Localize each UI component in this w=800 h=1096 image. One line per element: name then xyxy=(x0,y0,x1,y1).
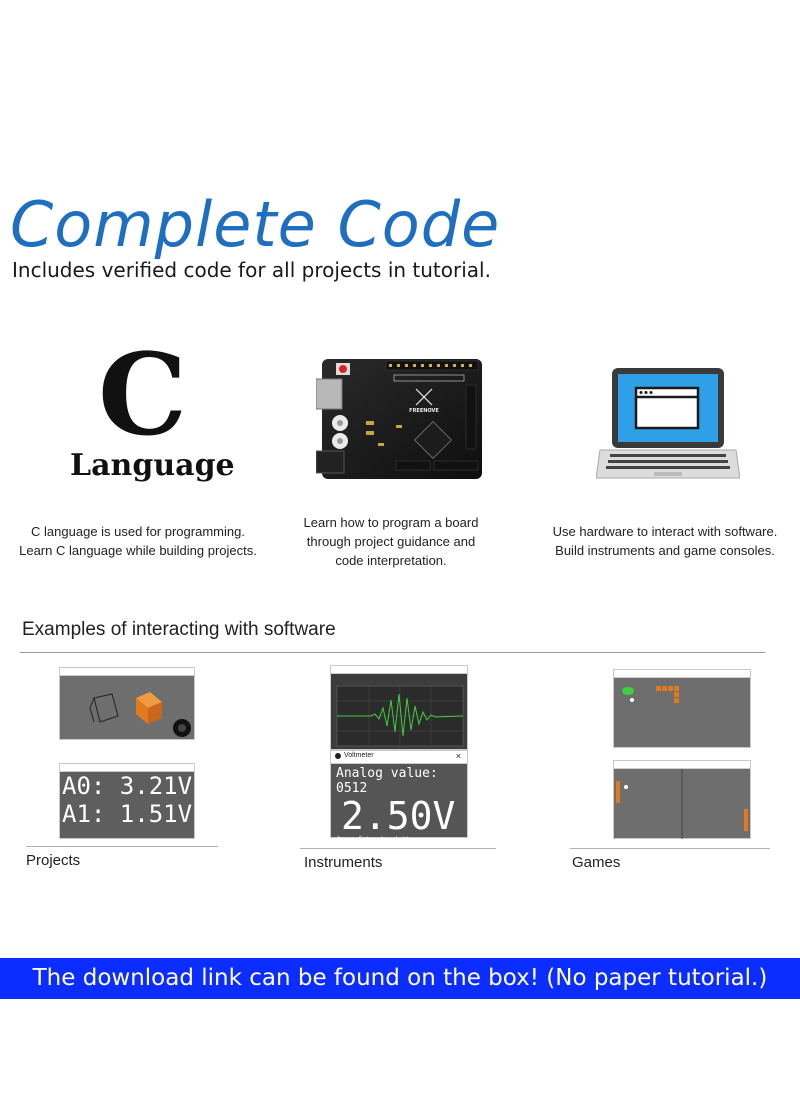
hardware-description-line1: Use hardware to interact with software. xyxy=(552,524,778,539)
hardware-description-line2: Build instruments and game consoles. xyxy=(555,543,775,558)
voltage-readout: 2.50V xyxy=(341,794,456,838)
voltmeter-window-title: Voltmeter xyxy=(344,752,374,759)
projects-caption: Projects xyxy=(26,852,81,869)
app-icon xyxy=(335,753,341,759)
page-subtitle: Includes verified code for all projects … xyxy=(12,258,491,282)
project-3d-cube-screenshot xyxy=(59,667,195,740)
download-banner xyxy=(0,958,800,999)
window-titlebar xyxy=(614,670,750,678)
close-icon[interactable]: × xyxy=(455,751,461,761)
snake-game-screenshot xyxy=(613,669,751,748)
games-caption: Games xyxy=(572,854,621,871)
c-language-description-line2: Learn C language while building projects… xyxy=(19,543,257,558)
pong-game-screenshot xyxy=(613,760,751,839)
analog-value-label: Analog value: 0512 xyxy=(336,766,438,796)
project-voltmeter-screenshot: A0: 3.21V A1: 1.51V xyxy=(59,763,195,839)
examples-divider xyxy=(20,652,765,653)
oscilloscope-screenshot xyxy=(330,665,468,750)
voltmeter-window: Voltmeter × Analog value: 0512 2.50V Pre… xyxy=(330,750,468,850)
window-titlebar xyxy=(331,666,467,674)
voltmeter-a0-readout: A0: 3.21V xyxy=(62,772,193,800)
board-brand-label: FREENOVE xyxy=(409,408,439,414)
window-titlebar xyxy=(60,764,194,772)
c-language-description: C language is used for programming. Lear… xyxy=(0,522,276,560)
instruments-caption-rule xyxy=(300,848,496,849)
c-language-logo-letter: C xyxy=(98,330,188,461)
download-banner-text: The download link can be found on the bo… xyxy=(32,965,768,991)
board-description-line1: Learn how to program a board xyxy=(303,515,479,530)
instruments-caption: Instruments xyxy=(304,854,383,871)
3d-cube-scene xyxy=(89,692,191,737)
examples-heading: Examples of interacting with software xyxy=(22,619,336,640)
laptop-icon xyxy=(596,368,740,479)
hardware-description: Use hardware to interact with software. … xyxy=(540,522,790,560)
voltmeter-a1-readout: A1: 1.51V xyxy=(62,800,193,828)
oscilloscope-waveform xyxy=(336,685,464,747)
c-language-description-line1: C language is used for programming. xyxy=(31,524,245,539)
pong-game-scene xyxy=(616,769,748,839)
page-title: Complete Code xyxy=(10,188,501,261)
board-description: Learn how to program a board through pro… xyxy=(276,513,506,570)
projects-caption-rule xyxy=(26,846,218,847)
control-board-image: FREENOVE xyxy=(316,359,482,479)
games-caption-rule xyxy=(570,848,770,849)
board-description-line2: through project guidance and xyxy=(306,534,476,549)
voltmeter-titlebar: Voltmeter × xyxy=(331,751,467,764)
snake-game-scene xyxy=(622,686,679,703)
board-description-line3: code interpretation. xyxy=(335,553,447,568)
window-titlebar xyxy=(614,761,750,769)
window-titlebar xyxy=(60,668,194,676)
c-language-logo-word: Language xyxy=(70,448,235,483)
voltmeter-footer: Press Enter to visit www.freenove.com xyxy=(337,836,410,850)
